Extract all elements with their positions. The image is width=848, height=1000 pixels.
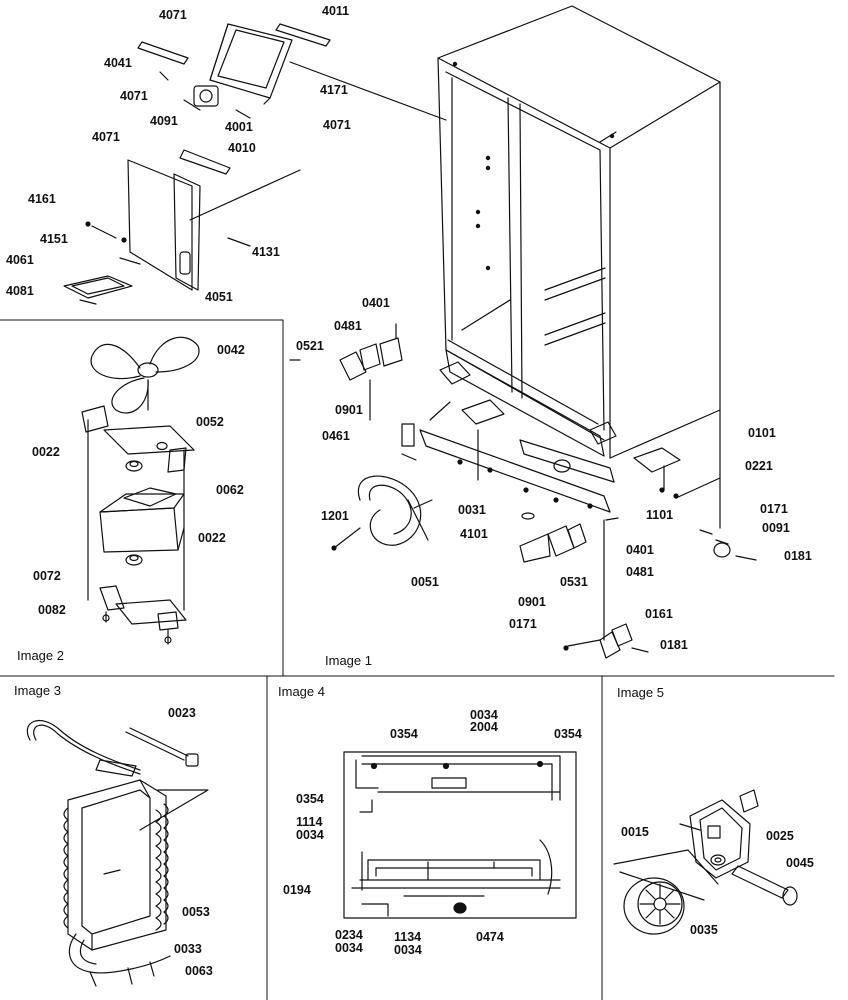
image-caption: Image 2 (17, 648, 64, 663)
part-label: 0023 (168, 706, 196, 720)
part-label: 0481 (626, 565, 654, 579)
part-label: 0474 (476, 930, 504, 944)
part-label: 0034 (470, 708, 498, 722)
part-label: 0082 (38, 603, 66, 617)
part-label: 1201 (321, 509, 349, 523)
part-label: 4101 (460, 527, 488, 541)
part-label: 0072 (33, 569, 61, 583)
part-label: 1134 (394, 930, 422, 944)
part-label: 0194 (283, 883, 311, 897)
part-label: 4071 (323, 118, 351, 132)
part-label: 0063 (185, 964, 213, 978)
image-caption: Image 4 (278, 684, 325, 699)
part-label: 0531 (560, 575, 588, 589)
part-label: 0181 (784, 549, 812, 563)
part-label: 2004 (470, 720, 498, 734)
condenser-fan-motor-assembly (82, 337, 199, 644)
part-label: 0022 (32, 445, 60, 459)
part-label: 0481 (334, 319, 362, 333)
part-label: 1114 (296, 815, 323, 829)
part-label: 0034 (394, 943, 422, 957)
part-label: 0033 (174, 942, 202, 956)
part-label: 0052 (196, 415, 224, 429)
part-label: 0521 (296, 339, 324, 353)
cabinet-bottom-components (290, 324, 756, 658)
part-label: 0171 (509, 617, 537, 631)
part-label: 4001 (225, 120, 253, 134)
part-label: 4071 (92, 130, 120, 144)
part-label: 4091 (150, 114, 178, 128)
part-label: 4131 (252, 245, 280, 259)
part-label: 0401 (626, 543, 654, 557)
image-caption: Image 3 (14, 683, 61, 698)
part-label: 4071 (120, 89, 148, 103)
image-caption: Image 1 (325, 653, 372, 668)
part-label: 4161 (28, 192, 56, 206)
part-label: 0354 (390, 727, 418, 741)
evaporator-fan-assembly (64, 24, 330, 304)
part-label: 4071 (159, 8, 187, 22)
part-label: 0181 (660, 638, 688, 652)
part-label: 1101 (646, 508, 674, 522)
part-label: 4051 (205, 290, 233, 304)
part-label: 0022 (198, 531, 226, 545)
part-label: 0901 (335, 403, 363, 417)
part-label: 0035 (690, 923, 718, 937)
part-label: 0034 (335, 941, 363, 955)
part-label: 0354 (296, 792, 324, 806)
part-label: 0051 (411, 575, 439, 589)
part-label: 4081 (6, 284, 34, 298)
part-label: 0025 (766, 829, 794, 843)
wheel-bracket-assembly (614, 790, 797, 934)
part-label: 0031 (458, 503, 486, 517)
part-label: 4041 (104, 56, 132, 70)
part-label: 0042 (217, 343, 245, 357)
part-label: 0401 (362, 296, 390, 310)
part-label: 4011 (322, 4, 350, 18)
part-label: 4061 (6, 253, 34, 267)
part-label: 0354 (554, 727, 582, 741)
part-label: 4171 (320, 83, 348, 97)
evaporator-coil-assembly (27, 721, 208, 986)
liner-tubing-assembly (344, 752, 576, 918)
part-label: 0062 (216, 483, 244, 497)
image-caption: Image 5 (617, 685, 664, 700)
part-label: 0091 (762, 521, 790, 535)
refrigerator-cabinet (290, 6, 720, 458)
part-label: 0045 (786, 856, 814, 870)
part-label: 0221 (745, 459, 773, 473)
part-label: 4151 (40, 232, 68, 246)
panel-borders (0, 320, 834, 1000)
part-label: 0171 (760, 502, 788, 516)
part-label: 0015 (621, 825, 649, 839)
part-label: 0053 (182, 905, 210, 919)
part-label: 0461 (322, 429, 350, 443)
part-label: 0034 (296, 828, 324, 842)
part-label: 0101 (748, 426, 776, 440)
part-label: 0234 (335, 928, 363, 942)
part-label: 0901 (518, 595, 546, 609)
part-label: 0161 (645, 607, 673, 621)
part-label: 4010 (228, 141, 256, 155)
